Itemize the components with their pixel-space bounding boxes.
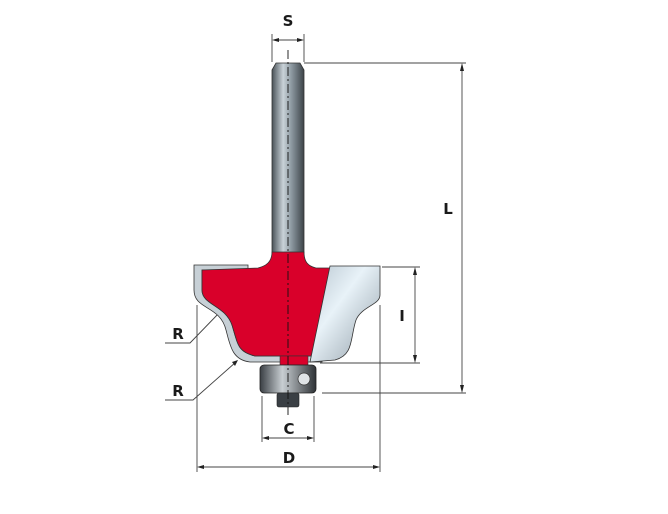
label-i: I (399, 307, 405, 325)
label-r-lower: R (172, 382, 184, 400)
label-r-upper: R (172, 325, 184, 343)
bearing-ball (297, 372, 311, 386)
dimension-lines (165, 34, 466, 472)
cutter-body (201, 251, 331, 357)
body-neck (279, 355, 309, 366)
carbide-blade (309, 265, 381, 363)
label-c: C (283, 420, 294, 438)
label-s: S (283, 12, 294, 30)
label-d: D (283, 449, 295, 467)
label-l: L (443, 200, 453, 218)
